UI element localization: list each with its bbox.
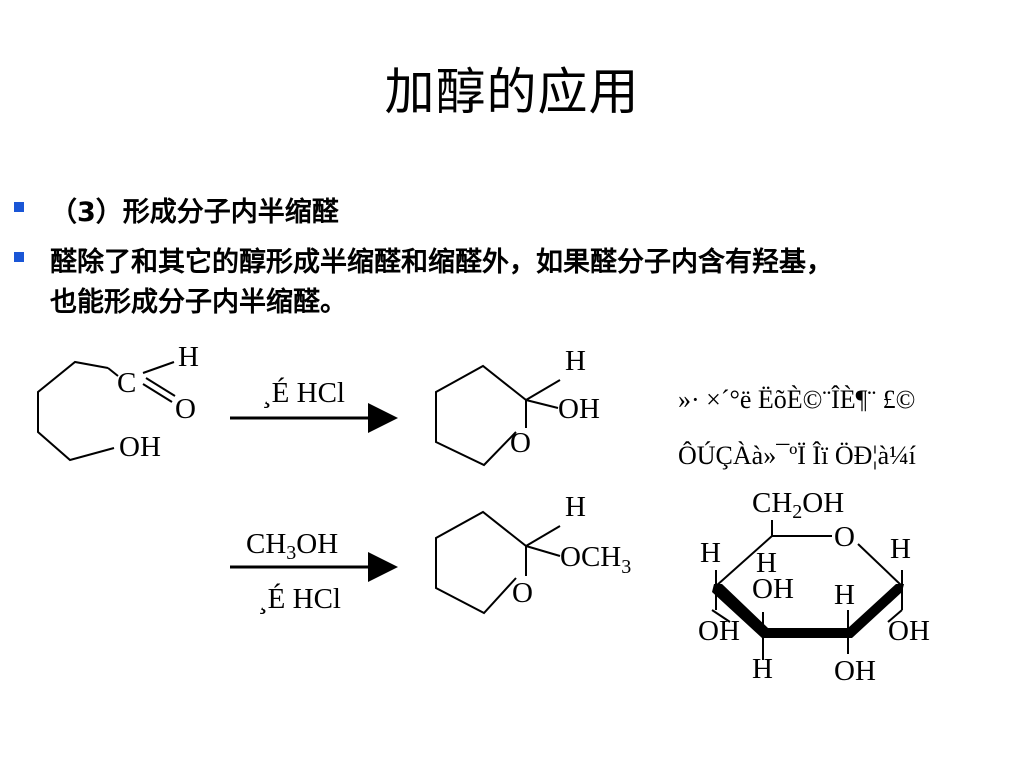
product1-ring: [435, 364, 561, 467]
reactant-h-label: H: [178, 341, 199, 373]
reactant-o-label: O: [175, 393, 196, 425]
product1-ring-o-label: O: [510, 427, 531, 459]
sugar-h-inner-label: H: [756, 547, 777, 579]
garbled-caption-1: »· ×´°ë ËõÈ©¨ÎÈ¶¨ £©: [678, 385, 915, 414]
sugar-h-right-label: H: [890, 533, 911, 565]
sugar-oh-left-label: OH: [698, 615, 740, 647]
sugar-oh-bottom-label: OH: [834, 655, 876, 687]
arrow1-reagent: ¸É HCl: [262, 376, 345, 409]
bullet-text-1: （3）形成分子内半缩醛: [50, 197, 339, 228]
product2-ring: [435, 510, 561, 615]
arrow2-reagent-methanol: CH3OH: [246, 528, 338, 564]
sugar-h-inner2-label: H: [834, 579, 855, 611]
garbled-caption-2: ÔÚÇÀà»¯ºÏ Îï ÖÐ¦à¼í: [678, 441, 916, 470]
sugar-ring-o-label: O: [834, 521, 855, 553]
reactant-oh-label: OH: [119, 431, 161, 463]
bullet-marker-1: [14, 202, 24, 212]
sugar-structure: [711, 520, 903, 660]
product2-ring-o-label: O: [512, 577, 533, 609]
product2-och3-label: OCH3: [560, 541, 631, 578]
sugar-oh-right-label: OH: [888, 615, 930, 647]
product1-oh-label: OH: [558, 393, 600, 425]
sugar-ch2oh-label: CH2OH: [752, 487, 844, 523]
arrow2-reagent-hcl: ¸É HCl: [258, 582, 341, 615]
reactant-structure: [37, 360, 176, 462]
sugar-h-left-label: H: [700, 537, 721, 569]
sugar-h-bottom-label: H: [752, 653, 773, 685]
bullet-text-2a: 醛除了和其它的醇形成半缩醛和缩醛外，如果醛分子内含有羟基，: [50, 247, 833, 278]
bullet-text-2b: 也能形成分子内半缩醛。: [50, 287, 347, 318]
sugar-oh-inner-label: OH: [752, 573, 794, 605]
slide-title: 加醇的应用: [384, 63, 640, 121]
sugar-bold-edge: [712, 584, 904, 638]
bullet-marker-2: [14, 252, 24, 262]
product1-h-label: H: [565, 345, 586, 377]
reactant-c-label: C: [117, 367, 136, 399]
product2-h-label: H: [565, 491, 586, 523]
